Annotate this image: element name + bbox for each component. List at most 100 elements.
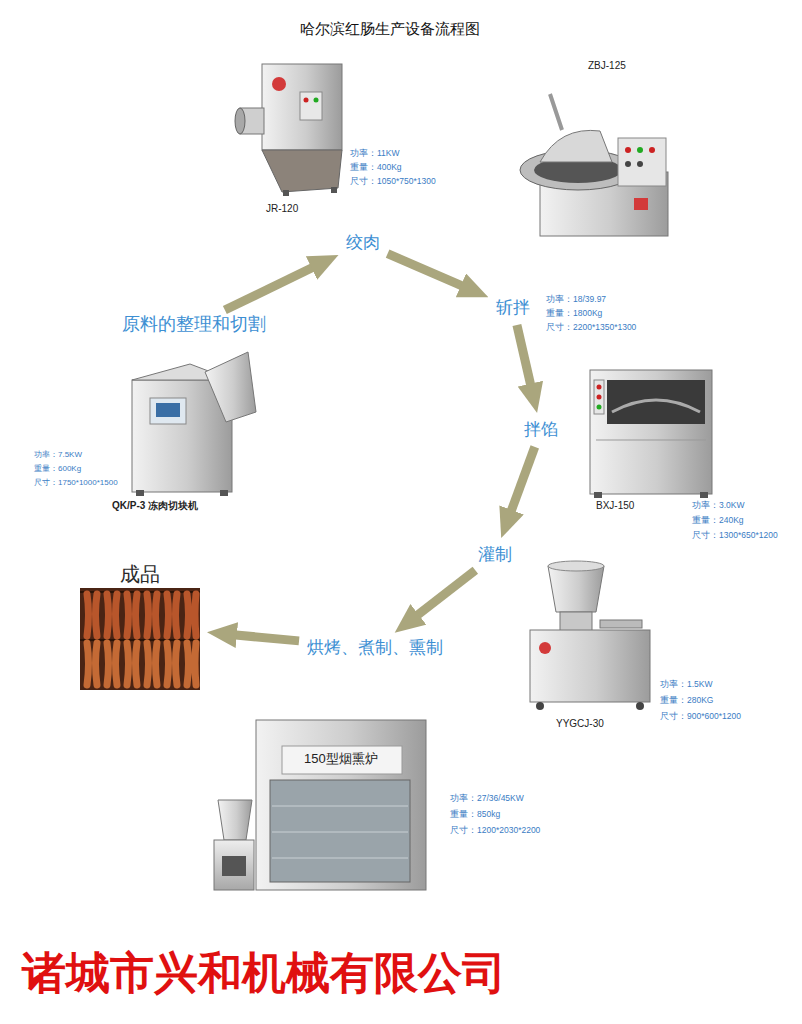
model-name: JR-120 xyxy=(266,203,298,215)
model-name: YYGCJ-30 xyxy=(556,718,604,730)
smokehouse-part xyxy=(272,832,408,833)
stuffing-mixer-part xyxy=(607,380,705,424)
smokehouse-part xyxy=(214,840,254,890)
stuffing-mixer-part xyxy=(597,405,602,410)
node-text: 灌制 xyxy=(478,545,512,565)
smokehouse-part xyxy=(270,780,410,882)
bowl-cutter-part xyxy=(625,147,631,153)
node-text: 拌馅 xyxy=(524,420,558,440)
spec-text: 功率：3.0KW xyxy=(692,500,745,510)
smokehouse-part xyxy=(272,806,408,807)
flow-arrow xyxy=(409,570,475,621)
spec-text: 重量：600Kg xyxy=(34,464,81,474)
meat-grinder-part xyxy=(283,190,289,196)
spec-text: 尺寸：1200*2030*2200 xyxy=(450,825,540,835)
bowl-cutter-part xyxy=(625,161,631,167)
vacuum-filler-part xyxy=(548,566,604,612)
spec-text: 功率：1.5KW xyxy=(660,679,713,689)
bowl-cutter-part xyxy=(550,94,562,130)
bowl-cutter-part xyxy=(649,147,655,153)
smokehouse-part xyxy=(218,800,252,840)
spec-text: 尺寸：2200*1350*1300 xyxy=(546,322,636,332)
flow-arrow xyxy=(225,634,299,641)
spec-text: 尺寸：1300*650*1200 xyxy=(692,530,778,540)
meat-grinder-part xyxy=(272,77,286,91)
step-label: 斩拌 xyxy=(493,296,533,320)
vacuum-filler-part xyxy=(636,702,644,710)
meat-grinder-part xyxy=(314,98,319,103)
vacuum-filler-part xyxy=(548,561,604,571)
bowl-cutter-part xyxy=(634,198,648,210)
smokehouse-part xyxy=(272,858,408,859)
smokehouse-part xyxy=(256,720,426,890)
vacuum-filler-part xyxy=(539,642,551,654)
spec-text: 重量：240Kg xyxy=(692,515,744,525)
flow-arrow xyxy=(388,254,472,291)
spec-text: 功率：7.5KW xyxy=(34,450,82,460)
stuffing-mixer-part xyxy=(590,370,712,494)
stuffing-mixer-part xyxy=(700,492,708,498)
model-name: ZBJ-125 xyxy=(588,60,626,72)
spec-text: 尺寸：1050*750*1300 xyxy=(350,176,436,186)
stuffing-mixer-part xyxy=(612,400,700,412)
node-text: 成品 xyxy=(81,562,199,586)
bowl-cutter-part xyxy=(637,147,643,153)
frozen-meat-cutter xyxy=(132,352,256,496)
step-label: 烘烤、煮制、熏制 xyxy=(304,636,446,660)
company-name: 诸城市兴和机械有限公司 xyxy=(22,948,506,1001)
stuffing-mixer-part xyxy=(597,395,602,400)
meat-grinder-part xyxy=(304,98,309,103)
sausage-photo-part xyxy=(87,594,196,636)
product-box: 成品 xyxy=(78,560,202,692)
stuffing-mixer xyxy=(590,370,712,498)
smokehouse-part xyxy=(222,856,246,876)
vacuum-filler xyxy=(530,561,650,710)
spec-text: 尺寸：900*600*1200 xyxy=(660,711,741,721)
bowl-cutter-part xyxy=(618,138,666,186)
spec-text: 重量：1800Kg xyxy=(546,308,602,318)
model-name: BXJ-150 xyxy=(596,500,634,512)
meat-grinder-part xyxy=(262,64,342,150)
spec-text: 尺寸：1750*1000*1500 xyxy=(34,478,118,488)
vacuum-filler-part xyxy=(560,612,592,632)
spec-text: 功率：11KW xyxy=(350,148,400,158)
node-text: 烘烤、煮制、熏制 xyxy=(307,638,443,658)
spec-text: 重量：850kg xyxy=(450,809,500,819)
meat-grinder-part xyxy=(331,187,337,193)
sausage-photo-part xyxy=(80,588,200,690)
spec-text: 功率：27/36/45KW xyxy=(450,793,524,803)
meat-grinder xyxy=(235,64,342,196)
diagram-title: 哈尔滨红肠生产设备流程图 xyxy=(0,20,780,38)
sausage-photo xyxy=(80,588,200,690)
smokehouse xyxy=(214,720,426,890)
vacuum-filler-part xyxy=(530,630,650,702)
node-text: 斩拌 xyxy=(496,298,530,318)
node-text: 绞肉 xyxy=(346,233,380,253)
vacuum-filler-part xyxy=(536,702,544,710)
meat-grinder-part xyxy=(262,150,342,192)
bowl-cutter xyxy=(520,94,668,236)
spec-text: 功率：18/39.97 xyxy=(546,294,606,304)
stuffing-mixer-part xyxy=(594,492,602,498)
step-label: 拌馅 xyxy=(521,418,561,442)
sausage-photo-part xyxy=(87,643,196,685)
step-label: 绞肉 xyxy=(343,231,383,255)
flow-arrow xyxy=(507,447,534,521)
vacuum-filler-part xyxy=(600,620,642,628)
flow-arrow xyxy=(517,325,533,395)
frozen-meat-cutter-part xyxy=(156,403,180,417)
stuffing-mixer-part xyxy=(597,385,602,390)
meat-grinder-part xyxy=(235,108,245,134)
spec-text: 重量：280KG xyxy=(660,695,713,705)
step-label: 原料的整理和切割 xyxy=(119,312,269,338)
machine-plate: 150型烟熏炉 xyxy=(302,751,380,767)
step-label: 灌制 xyxy=(475,543,515,567)
stuffing-mixer-part xyxy=(596,440,706,441)
spec-text: 重量：400Kg xyxy=(350,162,402,172)
frozen-meat-cutter-part xyxy=(136,490,144,496)
node-text: 原料的整理和切割 xyxy=(122,314,266,336)
stuffing-mixer-part xyxy=(594,380,604,414)
